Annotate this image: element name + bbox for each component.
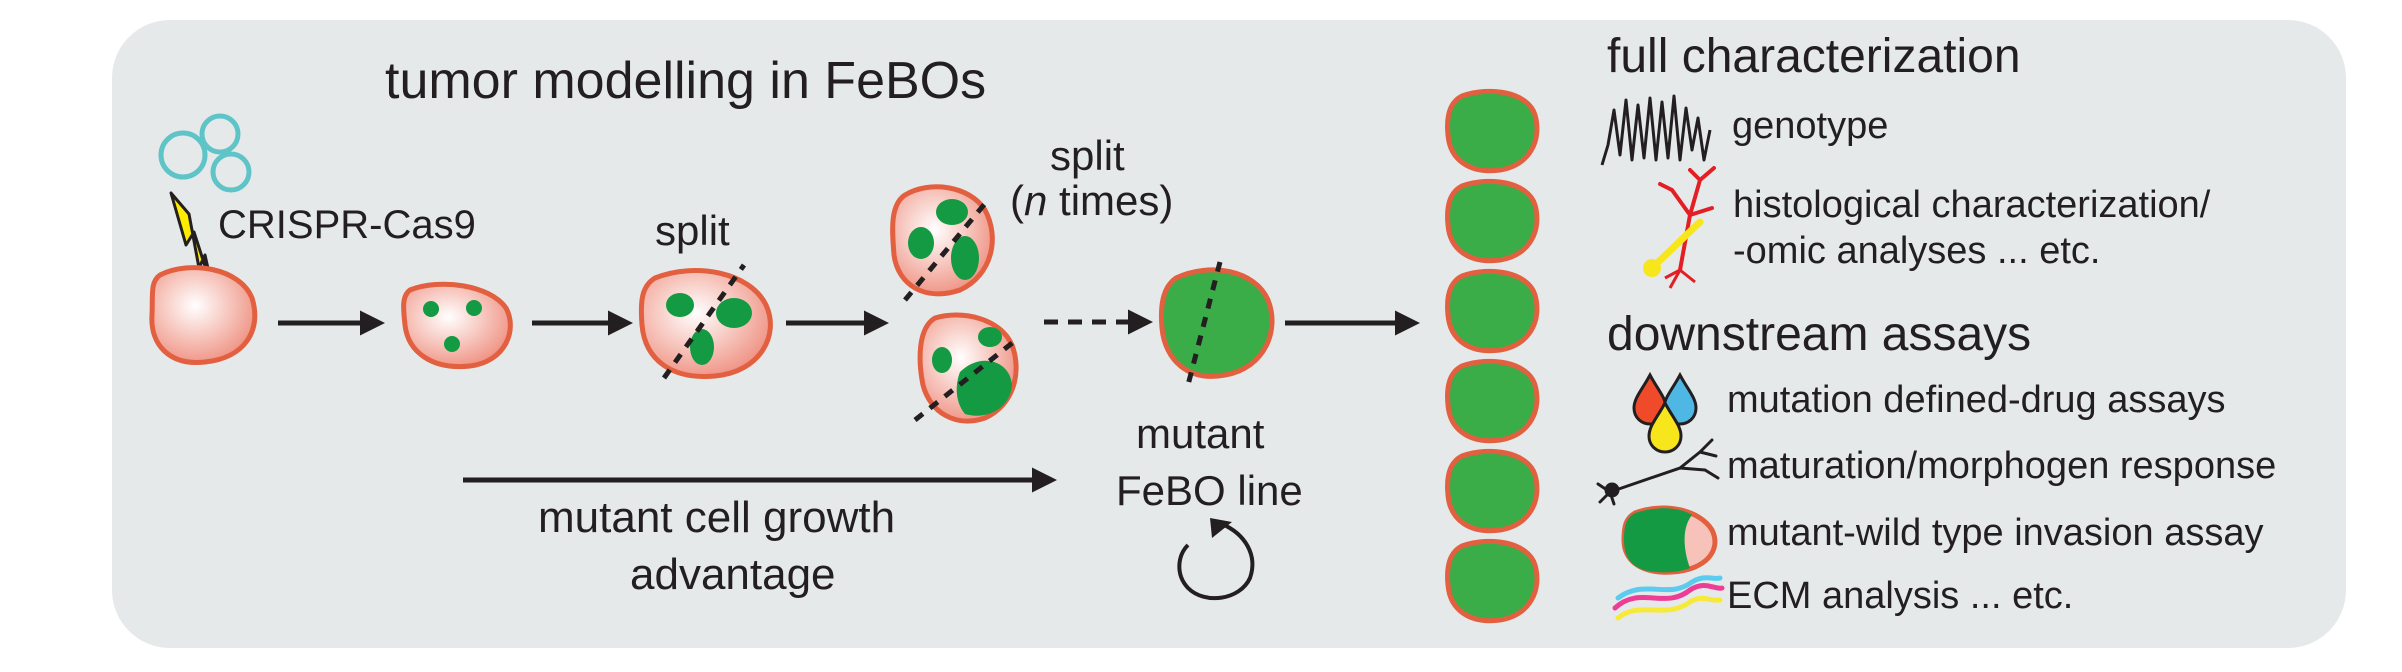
characterization-heading: full characterization [1607,30,2021,83]
self-renewal-icon [1177,518,1255,601]
line-label-2: FeBO line [1116,467,1303,514]
organoid-growing-clones [638,263,773,380]
crispr-label: CRISPR-Cas9 [218,203,476,247]
histology-label-2: -omic analyses ... etc. [1733,230,2100,272]
organoid-mutant [1158,261,1275,386]
genotype-label: genotype [1732,105,1888,147]
expanded-organoid [1445,358,1540,444]
organoid-wildtype [149,265,258,365]
growth-label-2: advantage [630,550,836,599]
expanded-organoid [1445,178,1540,264]
organoid-split-top [890,184,995,302]
expanded-organoid-column [1445,88,1540,624]
split-line-1 [661,263,747,380]
expanded-organoid [1445,448,1540,534]
split-label-2: split [1050,132,1125,179]
ecm-label: ECM analysis ... etc. [1727,575,2073,617]
crispr-complex-icon [158,113,252,193]
maturation-label: maturation/morphogen response [1727,445,2276,487]
invasion-label: mutant-wild type invasion assay [1727,512,2263,554]
drug-assay-label: mutation defined-drug assays [1727,379,2226,421]
split-line-3 [913,338,1018,422]
chromatogram-icon [1600,94,1712,166]
line-label-1: mutant [1136,410,1265,457]
neuron-icon [1643,166,1716,289]
expanded-organoid [1445,538,1540,624]
neuron-morphology-icon [1596,438,1720,506]
diagram-title: tumor modelling in FeBOs [385,52,986,110]
drug-drops-icon [1632,371,1698,454]
expanded-organoid [1445,88,1540,174]
split-label-1: split [655,207,730,254]
split-line-4 [1185,261,1223,386]
histology-label-1: histological characterization/ [1733,184,2211,226]
assays-heading: downstream assays [1607,308,2031,361]
expanded-organoid [1445,268,1540,354]
growth-label-1: mutant cell growth [538,493,895,542]
split-n-times-label: (n times) [1010,177,1173,224]
organoid-invasion-icon [1621,505,1718,575]
organoid-few-mutants [401,281,513,370]
ecm-fibers-icon [1612,575,1725,621]
split-line-2 [903,198,990,302]
organoid-split-bottom [913,312,1019,424]
